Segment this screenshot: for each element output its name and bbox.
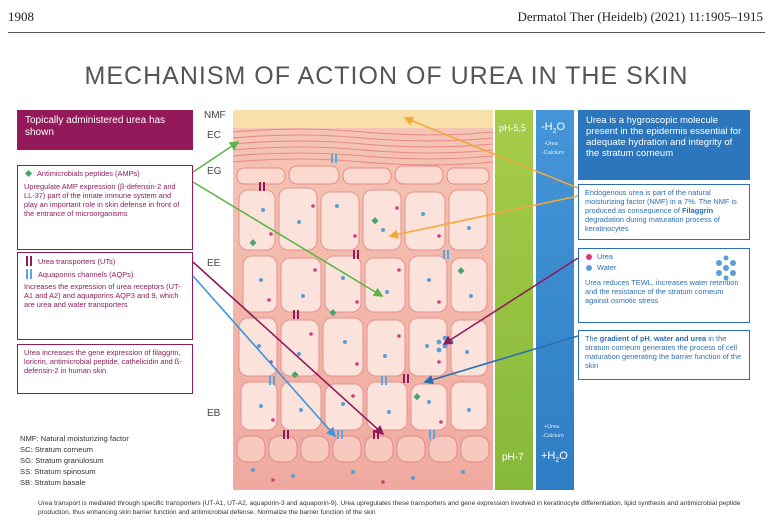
grad-text-1: The (585, 334, 600, 343)
layer-label-nmf: NMF (204, 110, 226, 121)
transporters-box: Urea transporters (UTs) Aquaporins chann… (17, 252, 193, 340)
layer-label-eb: EB (207, 408, 221, 419)
h2o-bottom-h: +H (541, 450, 556, 462)
arrow-nmf-to-band (403, 116, 579, 189)
arrow-amp-to-ee (192, 181, 384, 297)
nmf-box: Endogenous urea is part of the natural m… (578, 184, 750, 240)
minus-urea-label: -Urea (544, 141, 558, 147)
nmf-text-1: Endogenous urea is part of the natural m… (585, 188, 737, 215)
arrow-aqp-to-basal (192, 275, 337, 438)
arrow-ut-to-basal (192, 261, 385, 436)
urea-dot-icon (586, 253, 592, 260)
intro-box: Topically administered urea has shown (17, 110, 193, 150)
amp-icon (24, 169, 33, 178)
grad-bold-ph: gradient of pH (599, 334, 650, 343)
urea-molecules (267, 204, 443, 484)
plus-calcium-label: -Calcium (542, 433, 564, 439)
gene-expression-box: Urea increases the gene expression of fi… (17, 344, 193, 394)
basal-layer-cells (236, 435, 490, 463)
amp-legend: Antimicrobials peptides (AMPs) (24, 169, 186, 178)
layer-label-eg: EG (207, 166, 222, 177)
abbr-ss: SS: Stratum spinosum (20, 467, 96, 476)
amp-label: Antimicrobials peptides (AMPs) (37, 169, 140, 178)
skin-tissue-illustration (233, 110, 493, 490)
abbreviation-list: NMF: Natural moisturizing factor SC: Str… (20, 433, 129, 488)
grad-text-2: , (649, 334, 654, 343)
ph-top-label: pH-5,5 (499, 123, 527, 133)
nmf-filaggrin: Filaggrin (681, 206, 714, 215)
header-rule (8, 32, 765, 33)
plus-urea-label: +Urea (544, 424, 560, 430)
figure-caption: Urea transport is mediated through speci… (38, 500, 741, 516)
abbr-sg: SG: Stratum granulosum (20, 456, 104, 465)
ph-bottom-label: pH-7 (502, 452, 524, 463)
gene-expression-text: Urea increases the gene expression of fi… (24, 348, 182, 375)
page-number: 1908 (8, 9, 34, 24)
water-dot-icon (586, 264, 592, 271)
h2o-top-label: -H2O (541, 121, 565, 135)
h2o-top-o: O (556, 121, 566, 133)
aquaporin-channels (269, 154, 449, 439)
transporters-text: Increases the expression of urea recepto… (24, 282, 181, 309)
abbr-sc: SC: Stratum corneum (20, 445, 94, 454)
journal-citation: Dermatol Ther (Heidelb) (2021) 11:1905–1… (517, 9, 764, 24)
abbr-sb: SB: Stratum basale (20, 478, 86, 487)
h2o-bottom-sub: 2 (555, 457, 560, 465)
grad-text-3: in the stratum corneum generates the pro… (585, 334, 742, 370)
urea-legend: Urea (585, 252, 743, 261)
molecule-cluster-icon (716, 255, 736, 281)
abbr-nmf: NMF: Natural moisturizing factor (20, 434, 129, 443)
amp-text: Upregulate AMP expression (β-defensin-2 … (24, 182, 180, 218)
layer-label-ee: EE (207, 258, 221, 269)
ut-legend: Urea transporters (UTs) (24, 256, 186, 266)
minus-calcium-label: -Calcium (542, 150, 564, 156)
h2o-bottom-o: O (559, 450, 568, 462)
granular-layer-cells (236, 165, 490, 185)
tewl-text: Urea reduces TEWL, increases water reten… (585, 278, 739, 305)
tewl-box: Urea Water Urea reduces TEWL, increases … (578, 248, 750, 323)
arrow-gradient-to-tissue (423, 335, 579, 385)
arrow-amp-to-ec (192, 141, 240, 173)
grad-bold-water-urea: water and urea (654, 334, 707, 343)
aqp-legend: Aquaporins channels (AQPs) (24, 269, 186, 279)
water-molecules (251, 204, 473, 480)
aqp-label: Aquaporins channels (AQPs) (38, 269, 134, 279)
h2o-top-sub: 2 (552, 128, 557, 136)
stratum-corneum-layers (233, 128, 493, 166)
nmf-band (233, 110, 493, 128)
urea-legend-label: Urea (597, 252, 614, 261)
ut-label: Urea transporters (UTs) (38, 256, 116, 266)
h2o-bottom-label: +H2O (541, 450, 568, 464)
amp-markers (249, 217, 465, 401)
arrow-urea-to-tissue (442, 257, 579, 345)
water-legend: Water (585, 263, 743, 272)
amp-box: Antimicrobials peptides (AMPs) Upregulat… (17, 165, 193, 250)
h2o-top-h: -H (541, 121, 553, 133)
aquaporin-icon (26, 269, 32, 279)
urea-hygroscopic-box: Urea is a hygroscopic molecule present i… (578, 110, 750, 180)
nmf-text-2: degradation during maturation process of… (585, 215, 720, 233)
urea-transporter-icon (26, 256, 32, 266)
arrow-nmf-to-tissue (388, 195, 579, 240)
keratinocyte-cells (238, 187, 488, 431)
layer-label-ec: EC (207, 130, 221, 141)
water-legend-label: Water (597, 263, 617, 272)
gradient-box: The gradient of pH, water and urea in th… (578, 330, 750, 380)
figure-title: MECHANISM OF ACTION OF UREA IN THE SKIN (84, 62, 689, 90)
